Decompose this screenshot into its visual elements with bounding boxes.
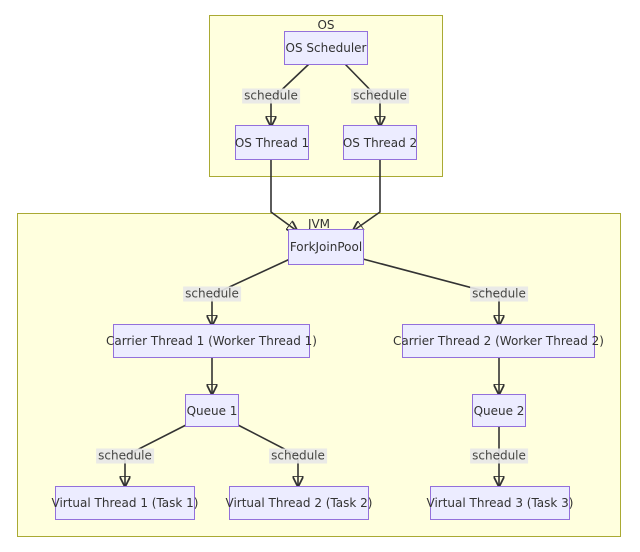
node-os-thread-2: OS Thread 2 [343,125,417,160]
edge-label-queue1-vthread1: schedule [96,448,154,464]
edge-label-scheduler-osthread2: schedule [351,88,409,104]
node-virtual-thread-2: Virtual Thread 2 (Task 2) [226,486,372,520]
edge-label-queue2-vthread3: schedule [470,448,528,464]
node-carrier-thread-2: Carrier Thread 2 (Worker Thread 2) [393,324,604,358]
jvm-cluster-label: JVM [307,217,331,231]
node-queue-2: Queue 2 [472,394,526,427]
edge-label-queue1-vthread2: schedule [269,448,327,464]
os-cluster-label: OS [317,18,335,32]
node-carrier-thread-1: Carrier Thread 1 (Worker Thread 1) [106,324,317,358]
edge-label-forkjoinpool-carrier1: schedule [183,286,241,302]
node-os-scheduler: OS Scheduler [284,31,368,65]
edge-label-scheduler-osthread1: schedule [242,88,300,104]
node-virtual-thread-1: Virtual Thread 1 (Task 1) [52,486,198,520]
edge-label-forkjoinpool-carrier2: schedule [470,286,528,302]
edge-osthread1-to-forkjoinpool [270,160,297,231]
node-forkjoinpool: ForkJoinPool [288,229,364,265]
node-queue-1: Queue 1 [185,394,239,427]
jvm-cluster: JVM [17,213,621,537]
edge-osthread2-to-forkjoinpool [353,160,381,231]
node-os-thread-1: OS Thread 1 [235,125,309,160]
node-virtual-thread-3: Virtual Thread 3 (Task 3) [427,486,573,520]
